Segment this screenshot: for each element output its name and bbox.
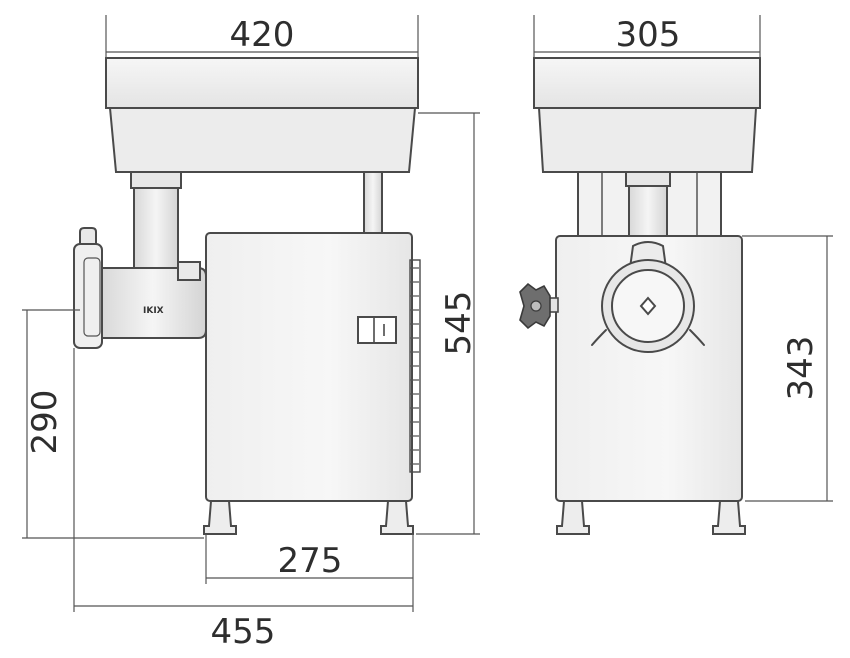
front-throat-collar <box>625 171 671 187</box>
front-view <box>519 57 761 535</box>
front-foot-left <box>556 500 590 535</box>
side-tray-rim <box>105 57 419 109</box>
side-foot-right <box>380 500 414 535</box>
front-tray-rim <box>533 57 761 109</box>
front-handle-knob <box>519 282 559 330</box>
side-ring-knob <box>79 227 97 245</box>
dim-front-top-width: 305 <box>616 15 681 55</box>
front-ring-wing-left <box>591 329 607 346</box>
front-foot-right <box>712 500 746 535</box>
front-tray-bowl <box>537 107 758 173</box>
side-main-body <box>205 232 413 502</box>
side-throat-collar <box>130 171 182 189</box>
side-support-post <box>363 171 383 235</box>
dim-side-total-length: 455 <box>211 612 276 652</box>
front-center-hole <box>639 296 657 316</box>
side-view: IKIX <box>73 57 421 535</box>
dim-front-body-height: 343 <box>781 336 821 401</box>
side-front-ring-inner <box>83 257 101 337</box>
dim-side-outlet-height: 290 <box>25 390 65 455</box>
side-vent-ribs <box>409 259 421 473</box>
side-power-switch <box>357 316 397 344</box>
side-tray-bowl <box>108 107 417 173</box>
side-grinder-neck <box>177 261 201 281</box>
side-front-ring-outer <box>73 243 103 349</box>
dim-side-top-width: 420 <box>230 15 295 55</box>
front-view-dimensions: 305 343 <box>533 15 833 502</box>
dim-side-total-height: 545 <box>439 291 479 356</box>
side-foot-left <box>203 500 237 535</box>
brand-mark: IKIX <box>143 306 164 316</box>
front-ring-wing-right <box>689 329 705 346</box>
dim-side-base-width: 275 <box>278 541 343 581</box>
side-view-dimensions: 420 545 290 275 455 <box>22 15 480 652</box>
